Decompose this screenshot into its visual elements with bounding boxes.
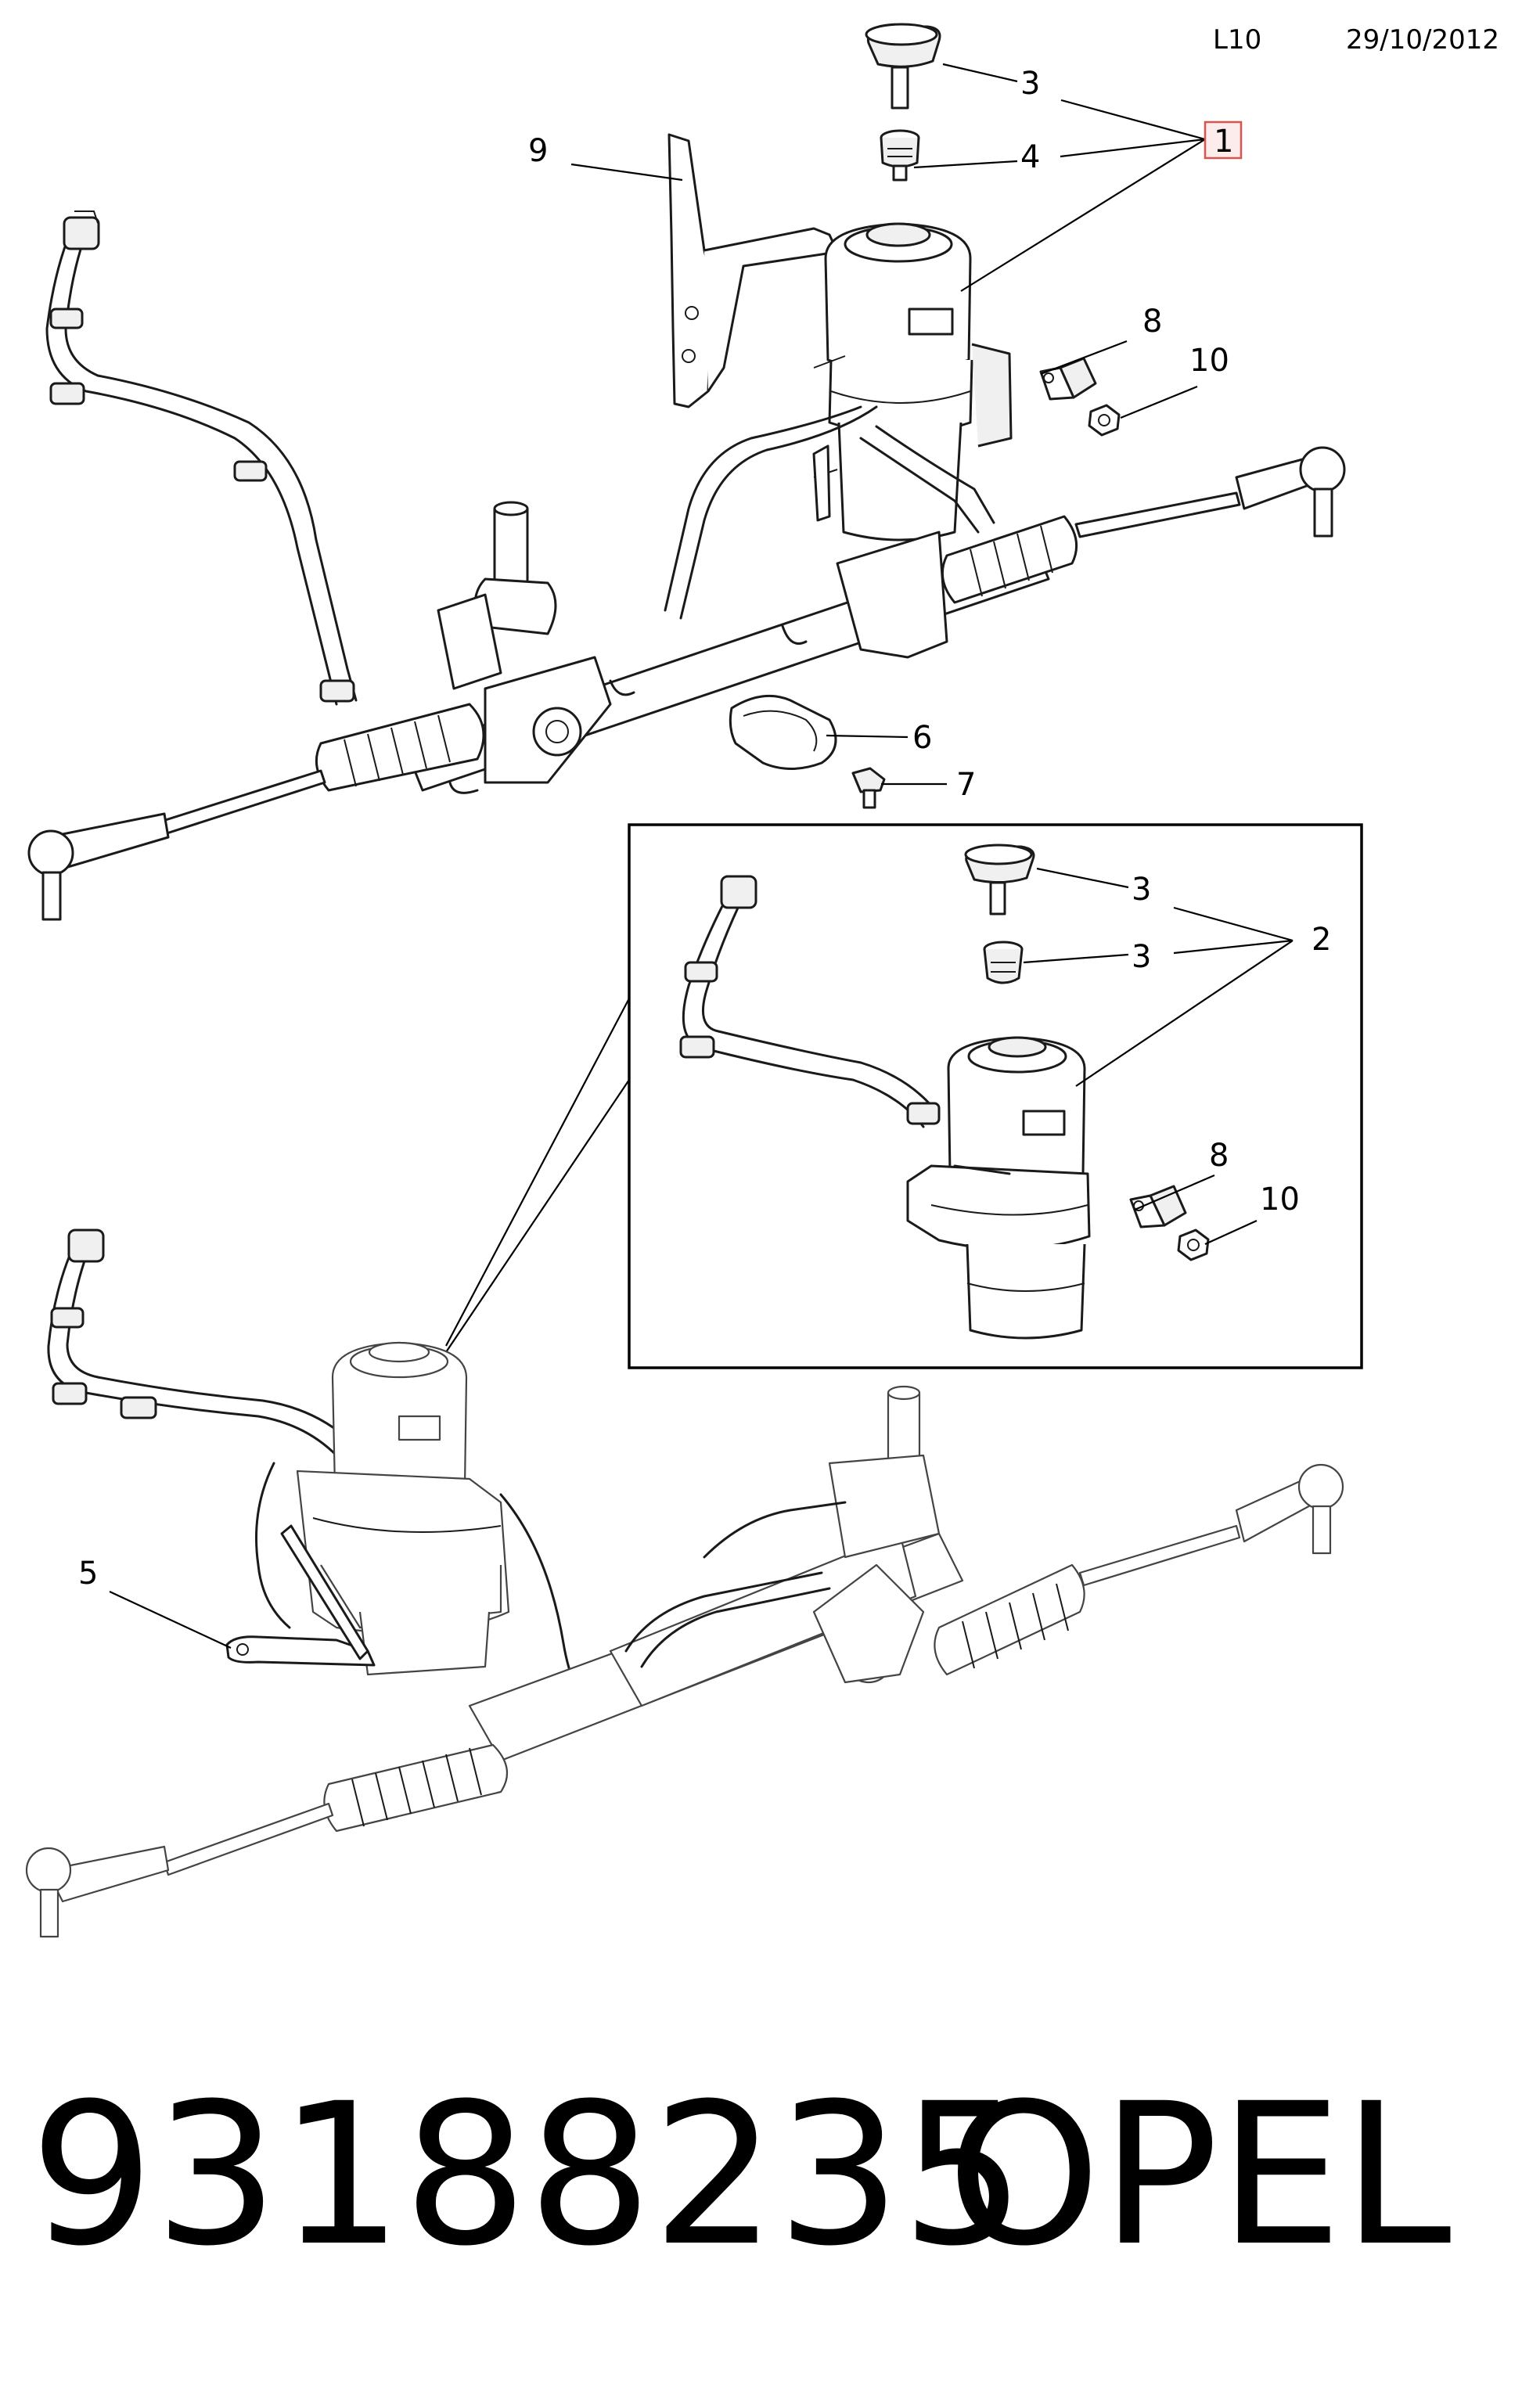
- reservoir-cap[interactable]: [865, 23, 941, 110]
- clamp-screw[interactable]: [851, 767, 886, 809]
- pump-bracket[interactable]: [225, 1524, 376, 1667]
- diagram-code: L10: [1213, 24, 1261, 56]
- callout-3-inset-b: 3: [1132, 939, 1151, 975]
- inset-reservoir-cap[interactable]: [964, 844, 1035, 916]
- brand-name: OPEL: [947, 2061, 1452, 2289]
- callout-7: 7: [956, 767, 976, 803]
- hose-clamp[interactable]: [729, 694, 837, 770]
- mounting-bush[interactable]: [1039, 357, 1097, 401]
- callout-6: 6: [912, 720, 932, 756]
- callout-3-inset-a: 3: [1132, 872, 1151, 908]
- part-number: 93188235: [30, 2061, 1025, 2289]
- callout-10-inset: 10: [1260, 1182, 1300, 1218]
- inset-detail: 3 3 2 8 10: [628, 823, 1363, 1369]
- reservoir-pump-assembly[interactable]: [812, 222, 1013, 541]
- return-hose[interactable]: [45, 210, 358, 706]
- reservoir-strainer[interactable]: [880, 129, 920, 182]
- callout-8-top: 8: [1142, 304, 1162, 340]
- diagram-date: 29/10/2012: [1346, 24, 1499, 56]
- bottom-reservoir-pump: [255, 1341, 596, 1723]
- top-assembly: 1 3 4 9 8 10 6 7: [27, 23, 1346, 921]
- callout-1-box[interactable]: [1204, 121, 1243, 160]
- callout-8-inset: 8: [1209, 1138, 1229, 1174]
- callout-4-top: 4: [1020, 139, 1040, 175]
- bottom-steering-rack: [25, 1385, 1344, 1938]
- bottom-assembly: 5: [25, 1228, 1344, 1938]
- callout-1: 1: [1214, 124, 1233, 160]
- inset-hex-nut[interactable]: [1177, 1228, 1210, 1261]
- hex-nut[interactable]: [1088, 404, 1121, 437]
- inset-pointer: [445, 998, 630, 1353]
- inset-reservoir-pump[interactable]: [906, 1036, 1091, 1340]
- callout-10-top: 10: [1189, 343, 1229, 379]
- steering-rack[interactable]: [27, 446, 1346, 921]
- inset-reservoir-strainer[interactable]: [983, 941, 1024, 984]
- callout-9: 9: [528, 133, 548, 169]
- inset-mounting-bush[interactable]: [1129, 1185, 1187, 1228]
- callout-3-top: 3: [1020, 66, 1040, 102]
- mounting-bracket[interactable]: [667, 133, 839, 408]
- callout-5: 5: [78, 1556, 98, 1592]
- callout-2: 2: [1312, 922, 1331, 958]
